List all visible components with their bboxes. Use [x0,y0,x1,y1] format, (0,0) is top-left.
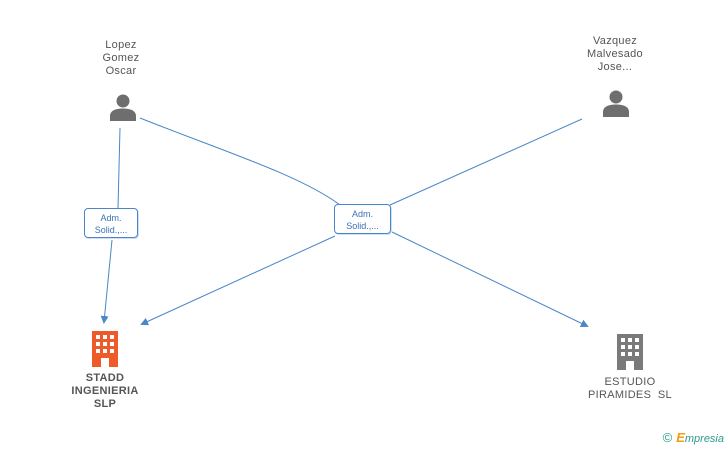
brand-initial: E [676,430,685,445]
edge-center-role-to-estudio [391,231,589,327]
role-label-line: Adm. [100,213,122,223]
edge-lopez-to-role [117,127,121,209]
edge-role-to-stadd [100,239,113,324]
company-name-line: STADD [85,372,125,384]
person-name-line: Lopez [105,39,137,51]
building-icon[interactable] [89,331,121,367]
person-name-line: Gomez [102,52,140,64]
company-name-line: PIRAMIDES SL [588,389,672,401]
role-badge[interactable]: Adm. Solid.,... [84,208,138,238]
company-name-stadd[interactable]: STADD INGENIERIA SLP [50,372,160,411]
person-name-line: Malvesado [587,48,643,60]
edge-center-role-to-stadd [140,235,336,326]
edge-lopez-to-center-role [139,117,341,206]
company-name-line: SLP [93,398,117,410]
company-name-estudio[interactable]: ESTUDIO PIRAMIDES SL [572,376,688,402]
empresia-watermark: ©Empresia [663,430,724,445]
person-name-lopez[interactable]: Lopez Gomez Oscar [80,39,162,78]
building-icon[interactable] [614,334,646,370]
brand-name: mpresia [684,433,724,445]
person-icon[interactable] [601,88,631,118]
company-name-line: INGENIERIA [71,385,139,397]
person-name-line: Jose... [597,61,633,73]
role-label-line: Adm. [351,209,373,219]
person-name-vazquez[interactable]: Vazquez Malvesado Jose... [572,35,658,74]
role-label-line: Solid.,... [94,225,128,235]
copyright-icon: © [662,430,673,445]
person-name-line: Oscar [105,65,137,77]
role-badge[interactable]: Adm. Solid.,... [334,204,391,234]
edge-vazquez-to-center-role [389,118,583,206]
person-name-line: Vazquez [592,35,638,47]
person-icon[interactable] [108,92,138,122]
company-name-line: ESTUDIO [604,376,656,388]
role-label-line: Solid.,... [346,221,379,231]
